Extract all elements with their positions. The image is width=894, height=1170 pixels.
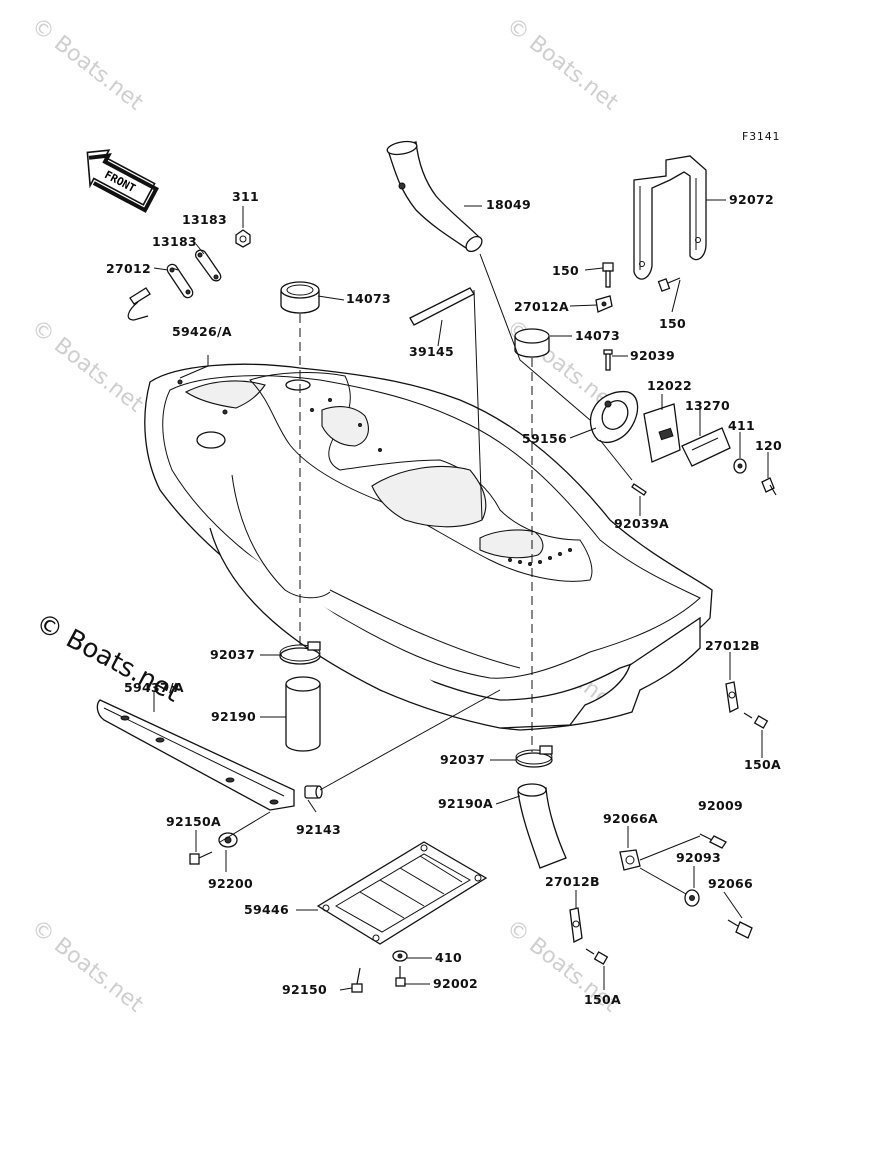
label-92002: 92002 bbox=[433, 976, 478, 991]
label-311: 311 bbox=[232, 189, 259, 204]
cap-14073-right bbox=[514, 328, 550, 358]
label-120: 120 bbox=[755, 438, 782, 453]
clamp-92037-lower bbox=[515, 745, 553, 768]
label-92190: 92190 bbox=[211, 709, 256, 724]
label-92039A: 92039A bbox=[614, 516, 669, 531]
bolt-150A-lower bbox=[585, 948, 609, 965]
label-18049: 18049 bbox=[486, 197, 531, 212]
washer-410 bbox=[392, 950, 408, 962]
pin-92039A bbox=[631, 483, 647, 496]
label-150: 150 bbox=[659, 316, 686, 331]
watermark: © Boats.net bbox=[26, 13, 147, 116]
label-92150A: 92150A bbox=[166, 814, 221, 829]
watermark-main: © Boats.net bbox=[31, 608, 185, 709]
label-150A: 150A bbox=[744, 757, 781, 772]
label-150: 150 bbox=[552, 263, 579, 278]
bolt-92150A bbox=[189, 851, 213, 865]
label-59437A: 59437/A bbox=[124, 680, 184, 695]
watermark: © Boats.net bbox=[26, 315, 147, 418]
label-92037: 92037 bbox=[440, 752, 485, 767]
label-410: 410 bbox=[435, 950, 462, 965]
bolt-92150 bbox=[351, 967, 363, 993]
screw-120 bbox=[761, 477, 777, 496]
label-12022: 12022 bbox=[647, 378, 692, 393]
strip-39145 bbox=[409, 287, 475, 326]
label-92066A: 92066A bbox=[603, 811, 658, 826]
label-92143: 92143 bbox=[296, 822, 341, 837]
part-number-labels: 311 13183 13183 27012 14073 59426/A 1804… bbox=[106, 189, 782, 1007]
clamp-92037-upper bbox=[279, 641, 321, 665]
label-150A: 150A bbox=[584, 992, 621, 1007]
label-92200: 92200 bbox=[208, 876, 253, 891]
label-27012B: 27012B bbox=[545, 874, 600, 889]
clip-27012 bbox=[127, 287, 151, 321]
plate-59156 bbox=[589, 390, 639, 443]
pin-92039 bbox=[603, 349, 613, 371]
label-27012: 27012 bbox=[106, 261, 151, 276]
label-92072: 92072 bbox=[729, 192, 774, 207]
label-14073: 14073 bbox=[575, 328, 620, 343]
label-92039: 92039 bbox=[630, 348, 675, 363]
leader-lines bbox=[153, 199, 769, 991]
plug-92066 bbox=[727, 919, 753, 939]
label-13183: 13183 bbox=[152, 234, 197, 249]
collar-92143 bbox=[304, 785, 323, 799]
hose-18049 bbox=[386, 140, 483, 253]
bolt-150-upper bbox=[602, 262, 614, 288]
bolt-92002 bbox=[395, 966, 406, 987]
clip-27012A bbox=[595, 295, 613, 313]
label-59156: 59156 bbox=[522, 431, 567, 446]
washer-92093 bbox=[684, 889, 700, 907]
label-27012B: 27012B bbox=[705, 638, 760, 653]
bolt-150-lower bbox=[657, 277, 681, 292]
label-59446: 59446 bbox=[244, 902, 289, 917]
fitting-92066A bbox=[619, 849, 641, 871]
figure-code: F3141 bbox=[742, 130, 780, 143]
label-39145: 39145 bbox=[409, 344, 454, 359]
bolt-150A-upper bbox=[743, 712, 769, 729]
washer-92200 bbox=[218, 832, 238, 848]
clip-27012B-upper bbox=[725, 681, 739, 713]
label-27012A: 27012A bbox=[514, 299, 569, 314]
bracket-13183 bbox=[166, 249, 222, 299]
label-92190A: 92190A bbox=[438, 796, 493, 811]
screw-92009 bbox=[699, 833, 727, 849]
tube-92190 bbox=[285, 676, 321, 752]
watermark: © Boats.net bbox=[501, 13, 622, 116]
watermark: © Boats.net bbox=[26, 915, 147, 1018]
nut-311 bbox=[235, 229, 251, 248]
hose-92190A bbox=[517, 783, 567, 869]
label-59426A: 59426/A bbox=[172, 324, 232, 339]
assembly-lines bbox=[219, 253, 701, 895]
grate-59446 bbox=[316, 841, 488, 945]
front-arrow-icon: FRONT bbox=[86, 149, 159, 213]
hull bbox=[144, 363, 713, 731]
washer-411 bbox=[733, 458, 747, 474]
rail-59437A bbox=[96, 699, 295, 811]
label-411: 411 bbox=[728, 418, 755, 433]
label-92150: 92150 bbox=[282, 982, 327, 997]
label-92037: 92037 bbox=[210, 647, 255, 662]
label-92066: 92066 bbox=[708, 876, 753, 891]
strap-92072 bbox=[633, 155, 707, 280]
label-92093: 92093 bbox=[676, 850, 721, 865]
block-13270 bbox=[681, 427, 731, 467]
plate-12022 bbox=[643, 403, 681, 463]
clip-27012B-lower bbox=[569, 907, 583, 943]
cap-14073-left bbox=[280, 281, 320, 314]
label-13270: 13270 bbox=[685, 398, 730, 413]
label-92009: 92009 bbox=[698, 798, 743, 813]
label-13183: 13183 bbox=[182, 212, 227, 227]
label-14073: 14073 bbox=[346, 291, 391, 306]
